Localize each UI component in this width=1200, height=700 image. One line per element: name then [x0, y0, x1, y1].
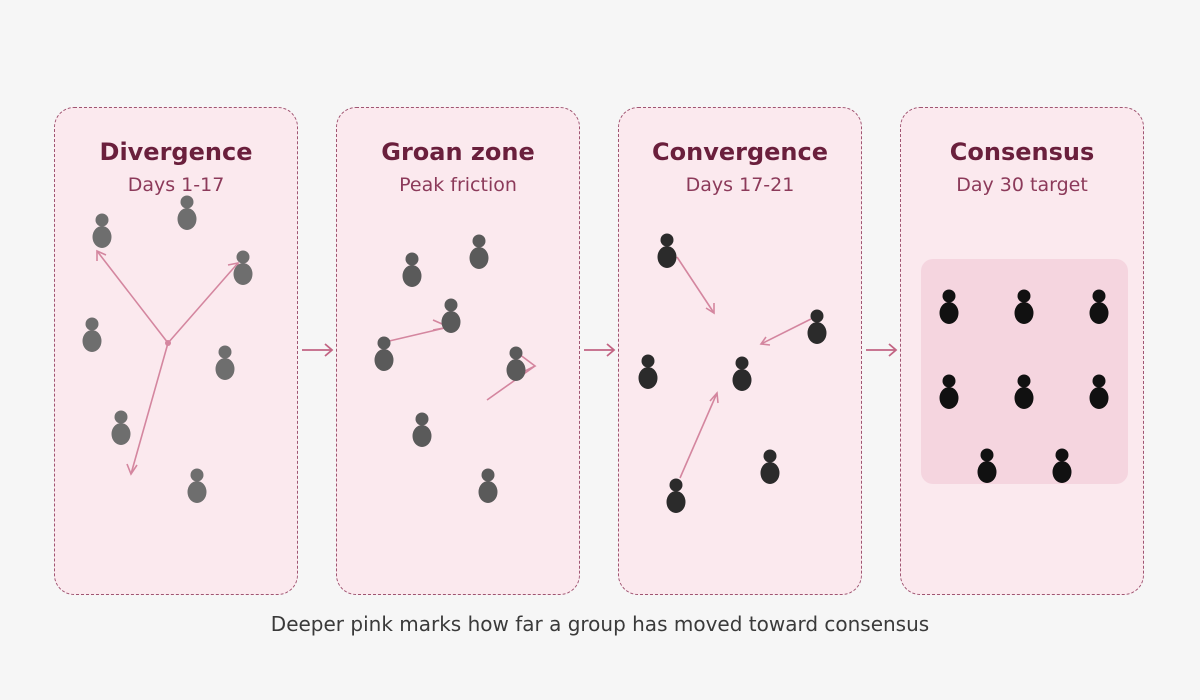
person-icon	[1014, 374, 1034, 409]
consensus-scene	[921, 259, 1128, 484]
divergence-arrow	[130, 342, 169, 475]
arrow-right-icon	[584, 343, 616, 357]
person-icon	[1014, 289, 1034, 324]
stage-title: Divergence	[99, 138, 253, 166]
person-icon	[412, 412, 432, 447]
arrowhead	[96, 249, 107, 261]
person-icon	[441, 298, 461, 333]
arrowhead	[126, 463, 138, 476]
arrowhead	[709, 391, 719, 404]
person-icon	[469, 234, 489, 269]
convergence-arrow	[760, 318, 812, 345]
stage-title: Consensus	[949, 138, 1095, 166]
arrow-right-icon	[302, 343, 334, 357]
person-icon	[977, 448, 997, 483]
person-icon	[760, 449, 780, 484]
divergence-scene	[82, 195, 253, 503]
arrowhead	[705, 303, 715, 315]
stage-subtitle: Days 17-21	[685, 174, 795, 196]
person-icon	[666, 478, 686, 513]
person-icon	[478, 468, 498, 503]
convergence-arrow	[679, 392, 718, 479]
person-icon	[233, 250, 253, 285]
caption: Deeper pink marks how far a group has mo…	[270, 612, 930, 636]
person-icon	[111, 410, 131, 445]
person-icon	[939, 289, 959, 324]
friction-arrow	[486, 365, 536, 401]
divergence-arrow	[96, 250, 169, 344]
person-icon	[187, 468, 207, 503]
arrowhead	[759, 336, 771, 346]
stage-divergence: Divergence Days 1-17	[54, 107, 298, 595]
stage-groan-zone: Groan zone Peak friction	[336, 107, 580, 595]
convergence-arrow	[676, 256, 715, 314]
consensus-zone	[921, 259, 1128, 484]
stage-convergence: Convergence Days 17-21	[618, 107, 862, 595]
person-icon	[939, 374, 959, 409]
person-icon	[1089, 289, 1109, 324]
person-icon	[657, 233, 677, 268]
divergence-arrow	[167, 262, 239, 344]
groan-zone-scene	[374, 234, 537, 503]
convergence-scene	[638, 233, 827, 513]
person-icon	[82, 317, 102, 352]
arrow-right-icon	[866, 343, 898, 357]
person-icon	[506, 346, 526, 381]
stage-title: Convergence	[652, 138, 828, 166]
person-icon	[92, 213, 112, 248]
person-icon	[1052, 448, 1072, 483]
stage-subtitle: Peak friction	[399, 174, 517, 196]
person-icon	[638, 354, 658, 389]
person-icon	[402, 252, 422, 287]
person-icon	[1089, 374, 1109, 409]
person-icon	[732, 356, 752, 391]
stage-title: Groan zone	[381, 138, 535, 166]
person-icon	[807, 309, 827, 344]
person-icon	[374, 336, 394, 371]
stage-subtitle: Days 1-17	[127, 174, 225, 196]
person-icon	[177, 195, 197, 230]
stage-subtitle: Day 30 target	[956, 174, 1088, 196]
stage-consensus: Consensus Day 30 target	[900, 107, 1144, 595]
person-icon	[215, 345, 235, 380]
origin-point	[165, 340, 171, 346]
